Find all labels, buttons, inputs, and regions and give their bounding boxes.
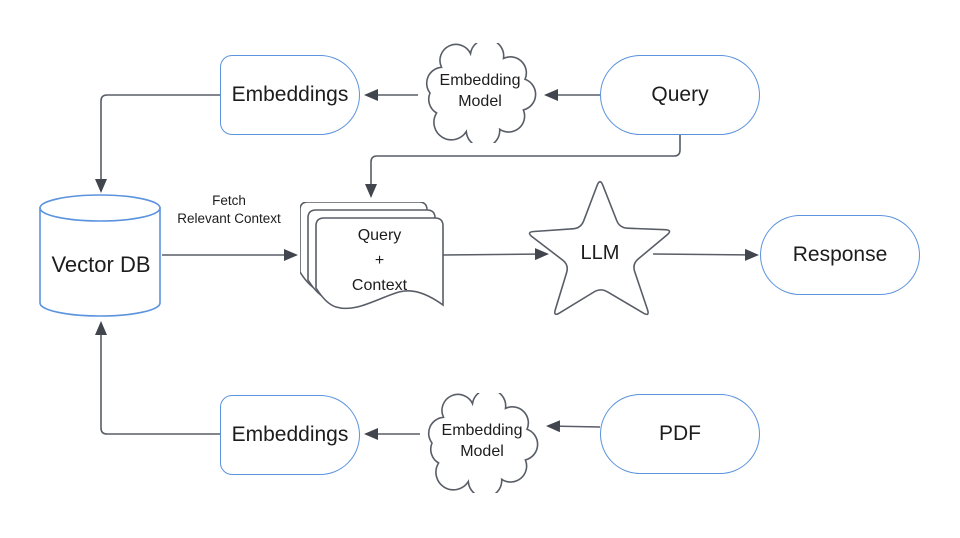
embeddings-bottom-node: Embeddings <box>220 395 360 475</box>
embedding-model-bottom-cloud <box>427 393 539 493</box>
embedding-model-top-label: Embedding Model <box>439 72 521 110</box>
edge-query-to-context-doc <box>365 135 681 198</box>
fetch-relevant-context-label: Fetch Relevant Context <box>177 193 281 226</box>
embeddings-top-label: Embeddings <box>231 83 349 106</box>
vector-db-cylinder <box>39 194 161 317</box>
embeddings-top-node: Embeddings <box>220 55 360 135</box>
embeddings-bottom-label: Embeddings <box>231 423 349 446</box>
edge-llm-to-response <box>652 248 759 261</box>
response-node: Response <box>760 215 920 295</box>
llm-label: LLM <box>580 241 620 264</box>
response-label: Response <box>792 243 888 266</box>
vector-db-label: Vector DB <box>51 252 151 277</box>
edge-pdf-to-embedding-model-bottom <box>546 420 601 433</box>
embedding-model-bottom-label: Embedding Model <box>441 422 523 460</box>
query-label: Query <box>651 83 709 106</box>
context-doc-label: Query + Context <box>351 226 408 294</box>
edge-embeddings-bottom-to-vector-db <box>95 321 220 435</box>
query-node: Query <box>600 55 760 135</box>
embedding-model-top-cloud <box>425 43 537 143</box>
edge-embeddings-top-to-vector-db <box>95 94 220 193</box>
pdf-label: PDF <box>659 422 701 445</box>
context-doc-stack <box>300 202 444 310</box>
edge-context-doc-to-llm <box>442 248 549 261</box>
pdf-node: PDF <box>600 394 760 474</box>
llm-star <box>528 180 671 316</box>
